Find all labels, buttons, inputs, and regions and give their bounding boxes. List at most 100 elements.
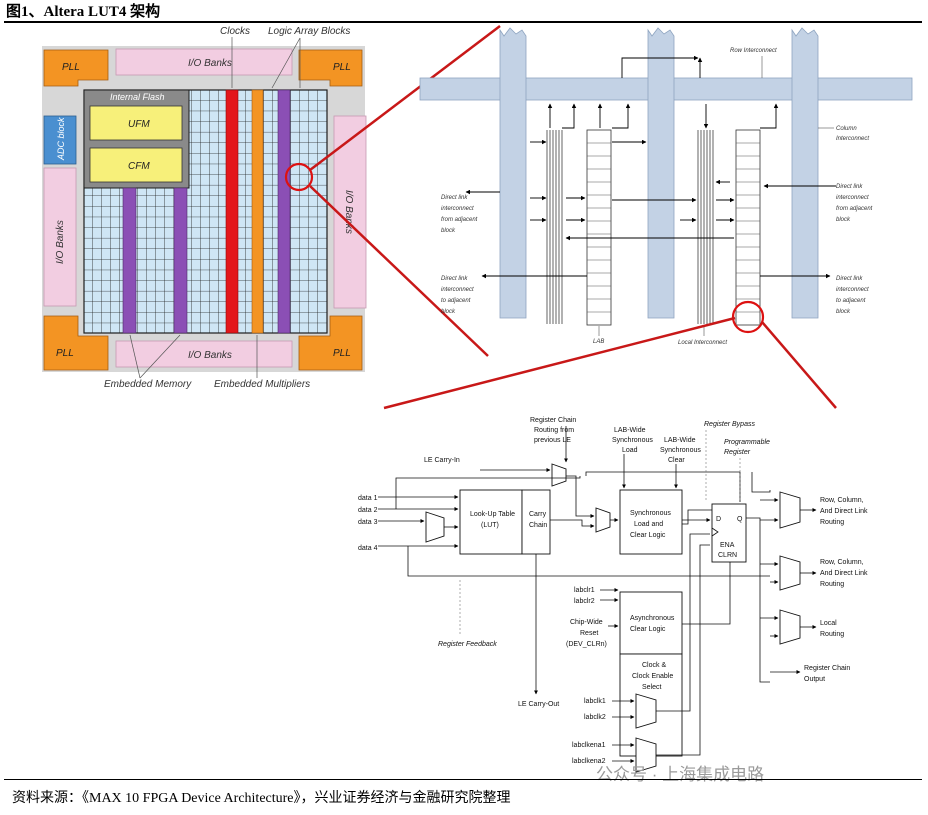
labclr-label: labclr1: [574, 587, 595, 594]
register-flip-flop: D Q ENA CLRN: [711, 503, 747, 563]
register-chain-routing-label: Register Chain Routing from previous LE: [530, 417, 576, 444]
output-label: Register Chain Output: [804, 665, 850, 683]
io-bank-top: I/O Banks: [115, 48, 293, 76]
svg-text:from adjacent: from adjacent: [836, 206, 873, 212]
svg-text:Direct link: Direct link: [836, 184, 863, 190]
svg-text:I/O Banks: I/O Banks: [343, 190, 354, 234]
svg-text:D: D: [716, 516, 721, 523]
le-wires: [378, 426, 817, 763]
zoom-connector: [383, 316, 736, 410]
svg-text:(DEV_CLRn): (DEV_CLRn): [566, 641, 607, 648]
le-carry-in-label: LE Carry-In: [424, 457, 460, 464]
labclr-label: labclr2: [574, 598, 595, 605]
carry-in-mux: [551, 463, 567, 487]
svg-text:Routing: Routing: [820, 581, 844, 588]
zoom-circle: [731, 300, 765, 334]
zoom-connector: [761, 321, 837, 409]
ufm-block: [89, 105, 183, 141]
internal-flash: Internal Flash UFM CFM: [83, 89, 190, 189]
embedded-memory-column: [277, 89, 291, 334]
svg-text:Register Chain: Register Chain: [804, 665, 850, 672]
svg-text:Clock Enable: Clock Enable: [632, 673, 673, 680]
chip-overview: PLL PLL PLL PLL I/O Banks I/O Banks I/O …: [42, 26, 367, 390]
column-interconnect: [791, 27, 819, 319]
pll-block: PLL: [43, 49, 109, 87]
svg-text:interconnect: interconnect: [836, 195, 869, 201]
column-interconnect: [499, 27, 527, 319]
embedded-memory-column: [173, 187, 188, 334]
svg-text:Interconnect: Interconnect: [836, 136, 869, 142]
watermark: 公众号 · 上海集成电路: [596, 765, 765, 784]
svg-text:Clear Logic: Clear Logic: [630, 626, 666, 633]
svg-text:block: block: [836, 309, 851, 315]
programmable-register-label: Programmable Register: [724, 439, 770, 456]
lut-block: Look-Up Table (LUT): [459, 489, 523, 555]
clock-mux: [635, 693, 657, 729]
pll-label: PLL: [333, 62, 351, 73]
svg-text:Carry: Carry: [529, 511, 547, 518]
embedded-multiplier-column: [251, 89, 264, 334]
clocks-label: Clocks: [220, 26, 250, 37]
direct-link-from-left: Direct link interconnect from adjacent b…: [441, 195, 478, 234]
lab-wide-sync-clear-label: LAB-Wide Synchronous Clear: [660, 437, 701, 464]
io-bank-left: I/O Banks: [43, 167, 77, 307]
svg-text:Chip-Wide: Chip-Wide: [570, 619, 603, 626]
svg-text:previous LE: previous LE: [534, 437, 571, 444]
input-mux: [425, 511, 445, 543]
column-interconnect: [647, 27, 675, 319]
pll-block: PLL: [298, 49, 363, 87]
io-bank-bottom: I/O Banks: [115, 340, 293, 368]
pll-block: PLL: [298, 315, 363, 371]
register-bypass-label: Register Bypass: [704, 421, 755, 428]
zoom-connector: [309, 185, 489, 357]
svg-text:I/O Banks: I/O Banks: [55, 220, 66, 264]
local-interconnect-bundle: [697, 130, 714, 324]
output-mux: [779, 491, 801, 529]
svg-text:Clock &: Clock &: [642, 662, 666, 669]
svg-text:block: block: [836, 217, 851, 223]
svg-text:Look-Up Table: Look-Up Table: [470, 511, 515, 518]
direct-link-from-right: Direct link interconnect from adjacent b…: [836, 184, 873, 223]
labclk-label: labclk1: [584, 698, 606, 705]
interconnect-diagram: Row Interconnect Column Interconnect: [419, 27, 913, 346]
output-label: Local Routing: [820, 620, 844, 638]
svg-text:from adjacent: from adjacent: [441, 217, 478, 223]
async-clear-block: Asynchronous Clear Logic: [619, 591, 683, 655]
svg-text:LAB-Wide: LAB-Wide: [664, 437, 696, 444]
svg-text:Direct link: Direct link: [836, 276, 863, 282]
lab-stack: [586, 129, 612, 326]
sync-input-mux: [595, 507, 611, 533]
top-rule: [4, 21, 922, 23]
svg-text:interconnect: interconnect: [441, 287, 474, 293]
adc-block: ADC block: [43, 115, 77, 165]
svg-text:Load and: Load and: [634, 521, 663, 528]
labclkena-label: labclkena1: [572, 742, 606, 749]
data-input-label: data 1: [358, 495, 378, 502]
svg-text:Routing: Routing: [820, 631, 844, 638]
svg-text:Local: Local: [820, 620, 837, 627]
svg-text:ENA: ENA: [720, 542, 735, 549]
clocks-column: [225, 89, 239, 334]
local-interconnect-bundle: [546, 130, 563, 324]
svg-text:And Direct Link: And Direct Link: [820, 570, 868, 577]
lab-label: LAB: [593, 339, 604, 345]
svg-text:Row, Column,: Row, Column,: [820, 559, 864, 566]
svg-text:Output: Output: [804, 676, 825, 683]
cfm-block: [89, 147, 183, 183]
embedded-memory-label: Embedded Memory: [104, 379, 192, 390]
svg-text:Clear Logic: Clear Logic: [630, 532, 666, 539]
svg-text:CLRN: CLRN: [718, 552, 737, 559]
clock-enable-mux: [635, 737, 657, 773]
svg-text:block: block: [441, 228, 456, 234]
direct-link-to-right: Direct link interconnect to adjacent blo…: [836, 276, 869, 315]
svg-text:Routing from: Routing from: [534, 427, 574, 434]
pll-label: PLL: [56, 348, 74, 359]
pll-label: PLL: [333, 348, 351, 359]
figure-title: 图1、Altera LUT4 架构: [6, 4, 161, 20]
svg-text:interconnect: interconnect: [441, 206, 474, 212]
bottom-rule: [4, 779, 922, 780]
svg-text:Select: Select: [642, 684, 662, 691]
labclk-label: labclk2: [584, 714, 606, 721]
svg-text:UFM: UFM: [128, 119, 150, 130]
svg-text:Direct link: Direct link: [441, 276, 468, 282]
